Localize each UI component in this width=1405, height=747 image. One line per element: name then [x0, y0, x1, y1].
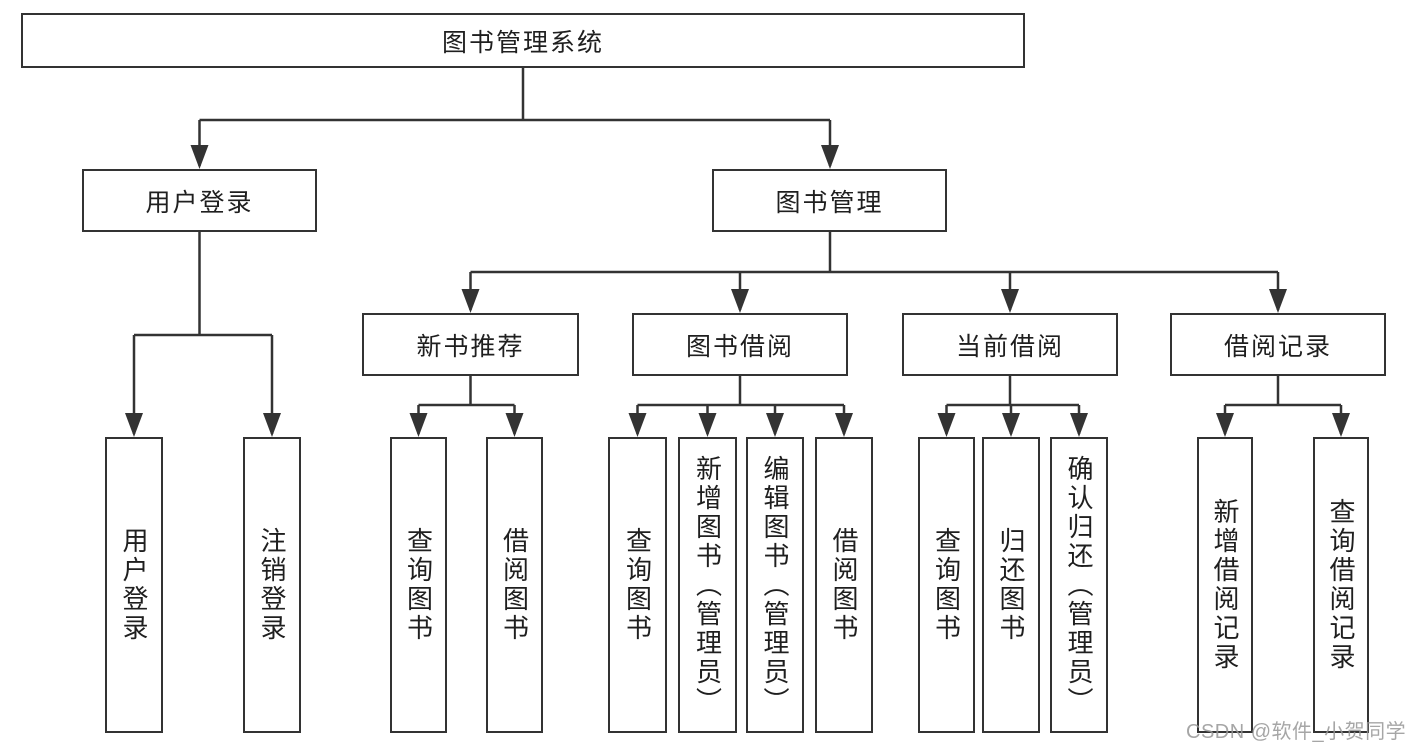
leaf-label: 用户登录: [119, 527, 149, 643]
connector-newbook-to-leaves: [417, 376, 516, 434]
arrowhead: [505, 413, 524, 437]
node-label: 借阅记录: [1223, 332, 1332, 361]
node-label: 新书推荐: [416, 332, 525, 361]
leaf-label: 借阅图书: [499, 527, 530, 643]
leaf-label: 查询图书: [622, 527, 653, 643]
arrowhead: [766, 413, 784, 437]
leaf-query-book-3: 查询图书: [918, 437, 975, 733]
node-label: 当前借阅: [955, 332, 1064, 361]
arrowhead: [821, 145, 839, 169]
arrowhead: [628, 413, 647, 437]
node-label: 图书管理: [775, 188, 884, 217]
leaf-label: 编辑图书（管理员）: [760, 454, 790, 716]
leaf-label: 查询借阅记录: [1326, 498, 1356, 672]
arrowhead: [461, 289, 480, 313]
connector-userlogin-to-leaves: [132, 232, 274, 434]
leaf-logout: 注销登录: [243, 437, 301, 733]
leaf-borrow-book-2: 借阅图书: [815, 437, 873, 733]
node-book-borrow: 图书借阅: [632, 313, 848, 376]
node-borrow-records: 借阅记录: [1170, 313, 1386, 376]
arrowhead: [125, 413, 143, 437]
leaf-label: 注销登录: [257, 527, 287, 643]
arrowhead: [190, 145, 209, 169]
leaf-borrow-book-1: 借阅图书: [486, 437, 543, 733]
arrowhead: [731, 289, 749, 313]
leaf-label: 新增图书（管理员）: [692, 454, 723, 716]
csdn-watermark: CSDN @软件_小贺同学: [1186, 721, 1405, 743]
arrowhead: [937, 413, 956, 437]
node-label: 图书借阅: [685, 332, 794, 361]
arrowhead: [409, 413, 428, 437]
leaf-add-borrow-record: 新增借阅记录: [1197, 437, 1253, 733]
arrowhead: [1332, 413, 1350, 437]
leaf-label: 归还图书: [996, 527, 1026, 643]
node-current-borrow: 当前借阅: [902, 313, 1118, 376]
node-label: 图书管理系统: [441, 28, 604, 57]
leaf-return-book: 归还图书: [982, 437, 1040, 733]
arrowhead: [1216, 413, 1234, 437]
arrowhead: [1001, 289, 1019, 313]
node-user-login: 用户登录: [82, 169, 317, 232]
connector-bookmgmt-to-level3: [469, 232, 1280, 310]
leaf-label: 查询图书: [931, 527, 962, 643]
leaf-edit-book-admin: 编辑图书（管理员）: [746, 437, 804, 733]
leaf-label: 查询图书: [403, 527, 434, 643]
leaf-query-book-1: 查询图书: [390, 437, 447, 733]
arrowhead: [698, 413, 717, 437]
connector-records-to-leaves: [1223, 376, 1343, 434]
leaf-user-login: 用户登录: [105, 437, 163, 733]
leaf-label: 借阅图书: [829, 527, 859, 643]
leaf-confirm-return-admin: 确认归还（管理员）: [1050, 437, 1108, 733]
node-label: 用户登录: [145, 188, 254, 217]
node-book-management: 图书管理: [712, 169, 947, 232]
connector-root-to-level2: [198, 68, 832, 166]
leaf-add-book-admin: 新增图书（管理员）: [678, 437, 737, 733]
arrowhead: [1269, 289, 1287, 313]
arrowhead: [263, 413, 281, 437]
node-root-system: 图书管理系统: [21, 13, 1025, 68]
leaf-label: 确认归还（管理员）: [1064, 454, 1094, 716]
leaf-label: 新增借阅记录: [1210, 498, 1240, 672]
node-new-book-recommend: 新书推荐: [362, 313, 579, 376]
leaf-query-book-2: 查询图书: [608, 437, 667, 733]
connector-borrow-to-leaves: [636, 376, 846, 434]
arrowhead: [1070, 413, 1088, 437]
leaf-query-borrow-record: 查询借阅记录: [1313, 437, 1369, 733]
arrowhead: [1002, 413, 1020, 437]
arrowhead: [835, 413, 853, 437]
